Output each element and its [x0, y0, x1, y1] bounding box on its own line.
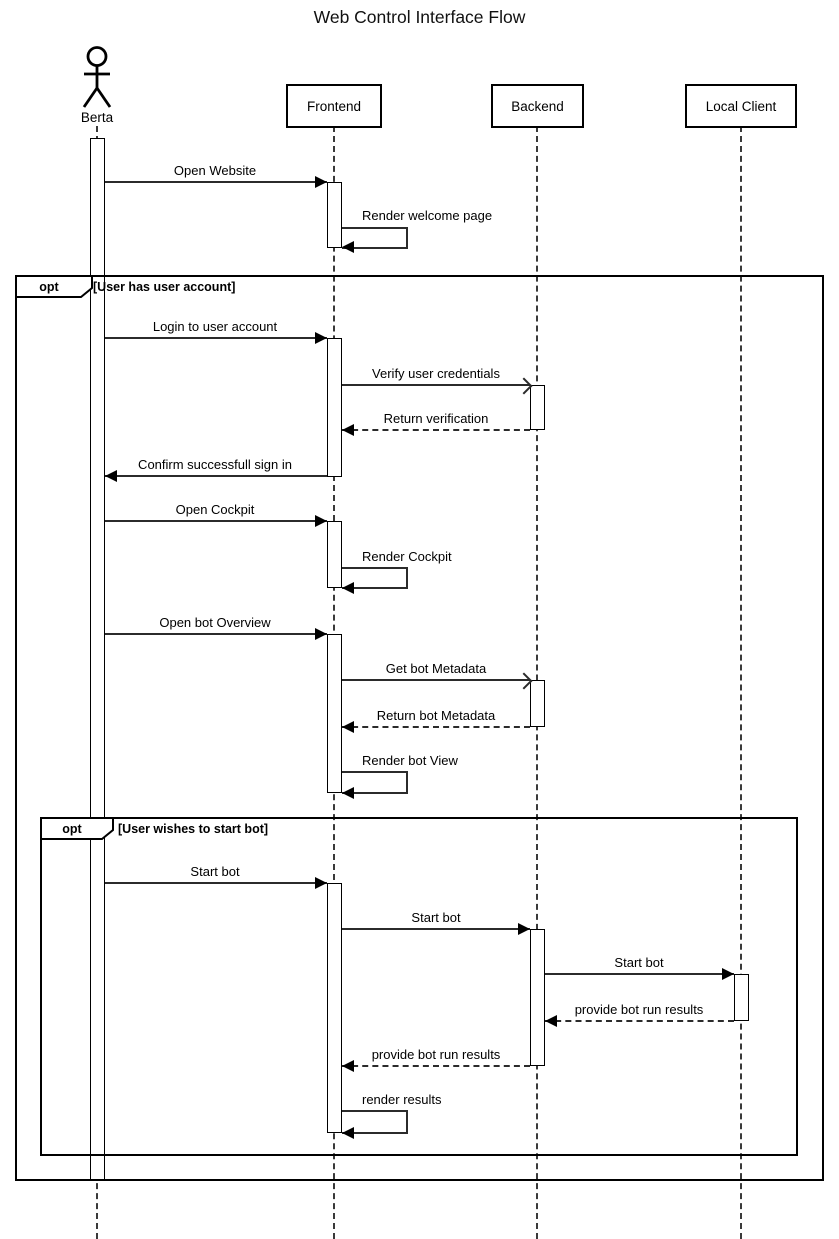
arrowhead-filled-right: [314, 176, 327, 188]
message-label: Render bot View: [362, 753, 458, 768]
arrowhead-filled-left: [544, 1015, 557, 1027]
message-line: [104, 181, 327, 183]
diagram-title: Web Control Interface Flow: [313, 7, 526, 27]
arrowhead-filled-left: [341, 721, 354, 733]
message-label: Render welcome page: [362, 208, 493, 223]
arrowhead-filled-left: [341, 787, 354, 799]
message-label: Open Cockpit: [175, 502, 255, 517]
self-message-loop: [341, 1110, 408, 1134]
message-label: Return bot Metadata: [376, 708, 496, 723]
message-line-dashed: [341, 1065, 530, 1067]
message-label: Start bot: [411, 910, 461, 925]
arrowhead-filled-right: [314, 332, 327, 344]
arrowhead-filled-left: [341, 1060, 354, 1072]
arrowhead-filled-left: [104, 470, 117, 482]
opt-fragment-inner-operator: opt: [62, 822, 82, 836]
message-label: Start bot: [614, 955, 664, 970]
message-line: [341, 679, 530, 681]
activation-frontend-4: [326, 634, 342, 793]
arrowhead-filled-right: [517, 923, 530, 935]
message-line: [544, 973, 734, 975]
activation-frontend-5: [326, 883, 342, 1133]
arrowhead-filled-right: [721, 968, 734, 980]
participant-local-client-label: Local Client: [705, 98, 777, 114]
arrowhead-filled-left: [341, 241, 354, 253]
message-line: [341, 384, 530, 386]
participant-frontend: Frontend: [286, 84, 382, 128]
actor-icon: [82, 46, 112, 108]
self-message-loop: [341, 567, 408, 589]
participant-frontend-label: Frontend: [306, 98, 362, 114]
message-line-dashed: [341, 429, 530, 431]
message-label: Confirm successfull sign in: [138, 457, 292, 472]
arrowhead-filled-right: [314, 628, 327, 640]
participant-backend-label: Backend: [511, 98, 564, 114]
activation-frontend-3: [326, 521, 342, 588]
message-line-dashed: [341, 726, 530, 728]
message-label: Verify user credentials: [372, 366, 500, 381]
message-line: [104, 520, 327, 522]
participant-local-client: Local Client: [685, 84, 797, 128]
opt-fragment-inner-tab: opt: [40, 817, 114, 840]
message-label: Get bot Metadata: [385, 661, 487, 676]
message-label: Start bot: [190, 864, 240, 879]
activation-backend-1: [529, 385, 545, 430]
opt-fragment-outer: [15, 275, 824, 1181]
activation-backend-3: [529, 929, 545, 1066]
message-label: Render Cockpit: [362, 549, 452, 564]
opt-fragment-outer-guard: [User has user account]: [93, 280, 236, 294]
message-line-dashed: [544, 1020, 734, 1022]
message-line: [104, 475, 327, 477]
message-label: Open Website: [173, 163, 257, 178]
self-message-loop: [341, 227, 408, 249]
opt-fragment-outer-operator: opt: [39, 280, 59, 294]
opt-fragment-inner: [40, 817, 798, 1156]
activation-frontend-1: [326, 182, 342, 248]
message-label: Open bot Overview: [159, 615, 271, 630]
arrowhead-filled-left: [341, 582, 354, 594]
message-label: Return verification: [383, 411, 489, 426]
actor-name: Berta: [80, 110, 114, 125]
opt-fragment-outer-tab: opt: [15, 275, 93, 298]
opt-fragment-inner-guard: [User wishes to start bot]: [118, 822, 269, 836]
arrowhead-filled-left: [341, 1127, 354, 1139]
arrowhead-filled-right: [314, 877, 327, 889]
participant-backend: Backend: [491, 84, 584, 128]
arrowhead-filled-left: [341, 424, 354, 436]
arrowhead-filled-right: [314, 515, 327, 527]
message-label: render results: [362, 1092, 442, 1107]
message-line: [104, 633, 327, 635]
activation-local-client-1: [733, 974, 749, 1021]
activation-backend-2: [529, 680, 545, 727]
message-line: [104, 882, 327, 884]
message-label: provide bot run results: [371, 1047, 501, 1062]
lifeline-local-client: [740, 126, 742, 1239]
activation-frontend-2: [326, 338, 342, 477]
message-line: [104, 337, 327, 339]
message-label: provide bot run results: [574, 1002, 704, 1017]
message-label: Login to user account: [152, 319, 278, 334]
self-message-loop: [341, 771, 408, 794]
message-line: [341, 928, 530, 930]
